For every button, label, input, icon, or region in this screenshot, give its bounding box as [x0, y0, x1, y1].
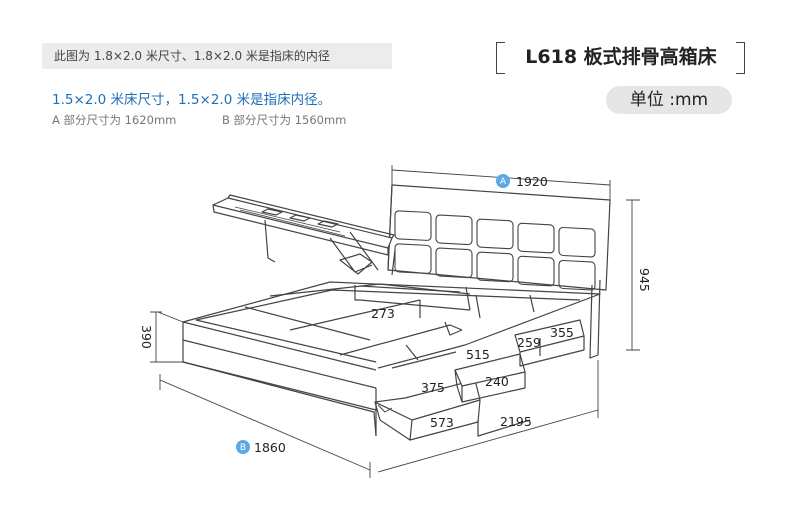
marker-a-label: A — [500, 177, 507, 187]
product-title: L618 板式排骨高箱床 — [525, 46, 717, 68]
dim-drawer2-height: 240 — [485, 374, 509, 389]
title-bracket-right — [736, 42, 745, 74]
dim-b-width: 1860 — [254, 440, 286, 455]
size-note-blue: 1.5×2.0 米床尺寸，1.5×2.0 米是指床内径。 — [52, 92, 332, 108]
size-note-bar: 此图为 1.8×2.0 米尺寸、1.8×2.0 米是指床的内径 — [42, 43, 392, 69]
lifted-slat-frame — [212, 194, 396, 276]
marker-b — [236, 440, 250, 454]
dim-drawer1-width: 573 — [430, 415, 454, 430]
headboard — [387, 184, 611, 359]
dim-drawer3-width: 259 — [517, 335, 541, 350]
dim-length: 2195 — [500, 414, 532, 429]
unit-badge: 单位 :mm — [606, 86, 732, 114]
dim-drawer3-depth: 355 — [550, 325, 574, 340]
dim-drawer2-width: 515 — [466, 347, 490, 362]
dim-a-width: 1920 — [516, 174, 548, 189]
part-b-note: B 部分尺寸为 1560mm — [222, 113, 347, 127]
dim-box-height: 390 — [139, 325, 154, 349]
part-a-note: A 部分尺寸为 1620mm — [52, 113, 177, 127]
marker-b-label: B — [240, 443, 246, 453]
marker-a — [496, 174, 510, 188]
dim-drawer1-depth: 375 — [421, 380, 445, 395]
dim-total-height: 945 — [637, 268, 652, 292]
drawers — [374, 319, 585, 441]
title-bracket-left — [496, 42, 505, 74]
dim-compartment: 273 — [371, 306, 395, 321]
bed-box — [182, 281, 601, 437]
